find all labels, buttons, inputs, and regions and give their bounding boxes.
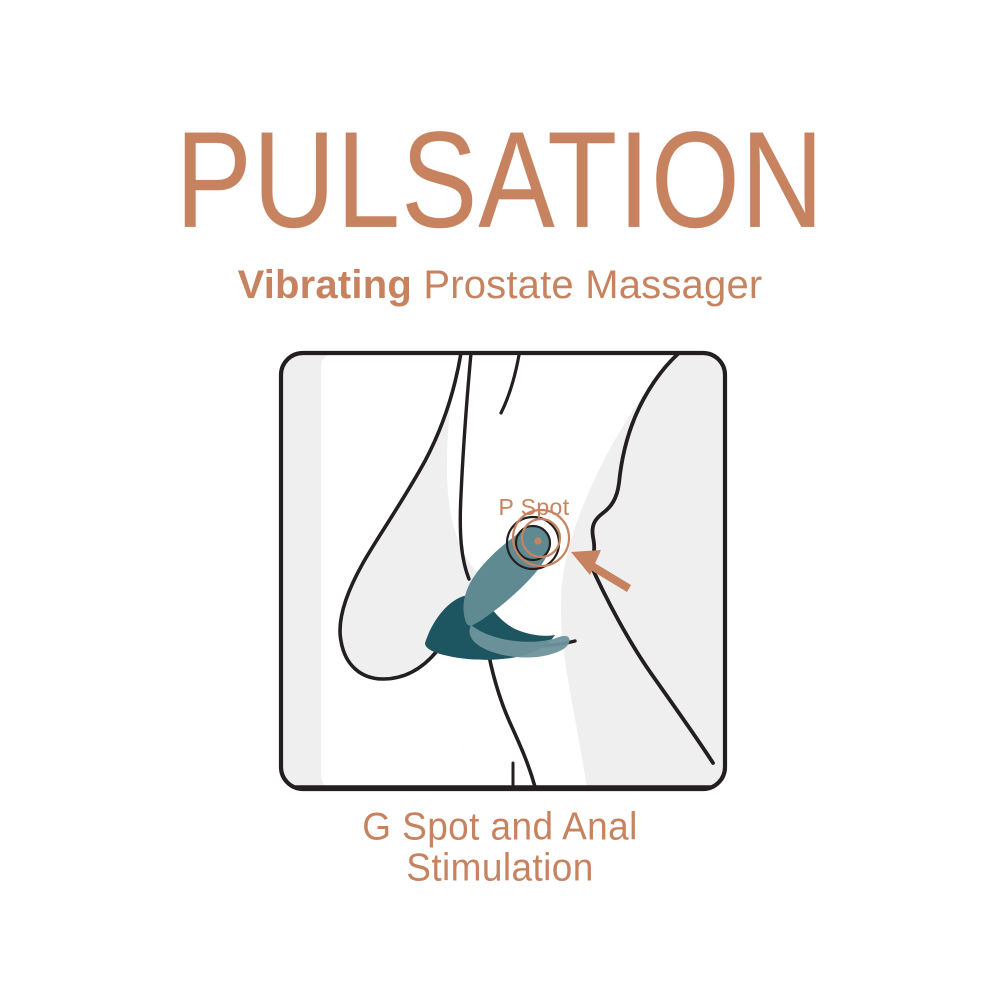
device-lower-arm <box>469 625 570 658</box>
target-ring-accent-outer <box>511 508 571 568</box>
page-subtitle: Vibrating Prostate Massager <box>0 264 1000 306</box>
front-body-outline <box>587 353 715 765</box>
caption-line-1: G Spot and Anal <box>362 804 638 849</box>
inner-thigh-outline <box>485 643 537 789</box>
target-ring-dark-inner <box>514 524 552 562</box>
target-center-dot <box>534 537 542 545</box>
caption-block: G Spot and Anal Stimulation <box>0 804 1000 890</box>
gluteal-cleft-outline <box>458 353 473 581</box>
page-title: PULSATION <box>175 103 825 257</box>
target-ring-accent-inner <box>520 517 562 559</box>
front-thigh-mass <box>481 353 675 789</box>
lower-back-crease <box>499 353 521 415</box>
pointer-arrow <box>571 550 631 592</box>
illustration-frame-border <box>278 350 728 792</box>
header-block: PULSATION Vibrating Prostate Massager <box>0 112 1000 306</box>
subtitle-bold-word: Vibrating <box>237 263 412 307</box>
body-silhouette <box>321 353 475 789</box>
p-spot-label: P Spot <box>498 494 569 520</box>
buttock-outline <box>338 353 463 681</box>
caption-line-2: Stimulation <box>406 846 594 890</box>
subtitle-regular-words: Prostate Massager <box>423 263 763 307</box>
illustration-panel: P Spot <box>275 347 731 797</box>
